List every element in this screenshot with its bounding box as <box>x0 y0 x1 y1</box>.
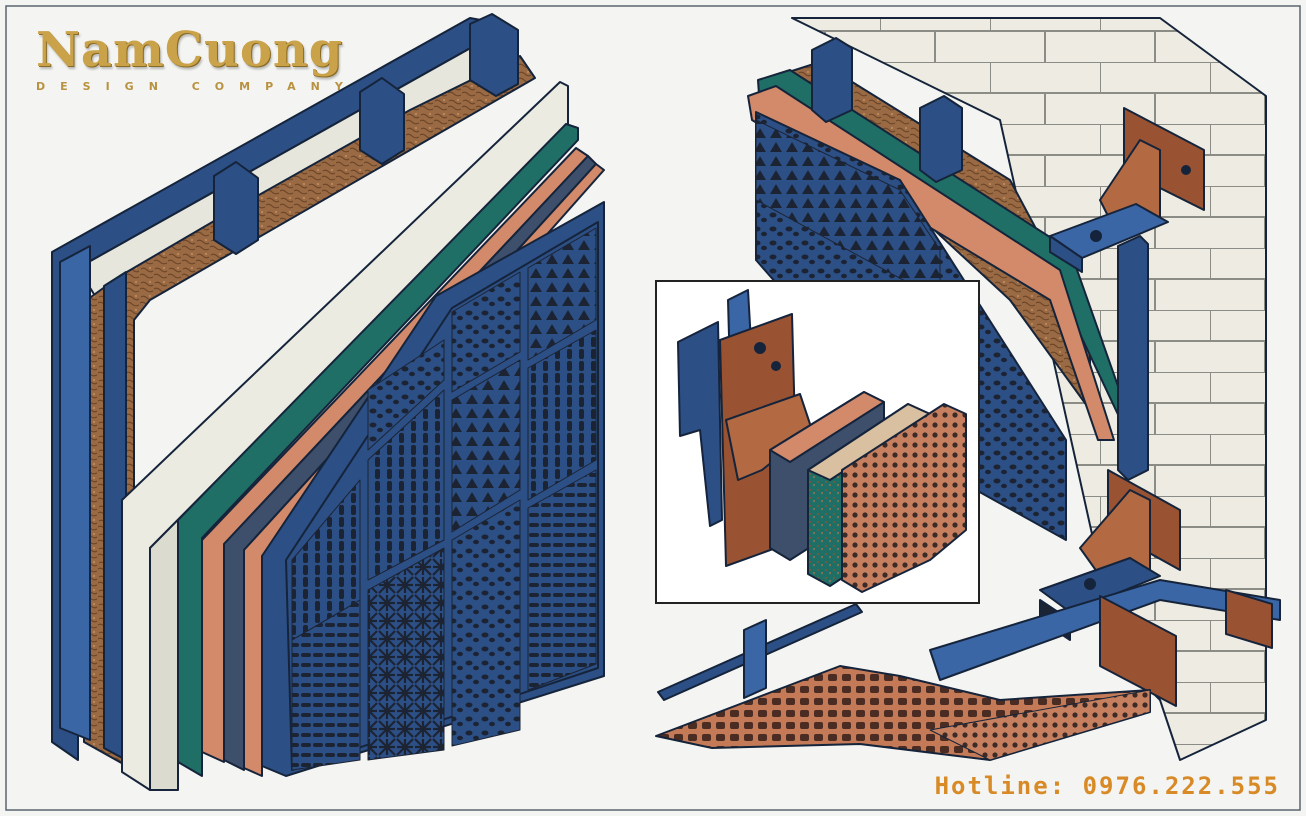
inset-l-bracket <box>677 321 723 527</box>
left-wall-assembly <box>51 13 605 791</box>
vertical-rail <box>919 95 963 183</box>
right-facade-assembly <box>655 17 1281 761</box>
lower-wall-bracket <box>1039 469 1181 641</box>
outer-frame <box>5 5 1301 811</box>
hotline-text: Hotline: 0976.222.555 <box>934 772 1280 800</box>
steel-stud <box>469 13 519 97</box>
inset-perforated-panel <box>841 403 967 593</box>
horizontal-rail <box>929 579 1281 681</box>
waterproof-membrane <box>177 123 579 777</box>
vertical-rail <box>1117 235 1149 481</box>
brand-name: NamCuong <box>36 22 344 78</box>
steel-stud <box>359 77 405 165</box>
upper-wall-bracket <box>1049 107 1205 273</box>
steel-stud <box>213 161 259 255</box>
vertical-rail <box>811 37 853 123</box>
inset-detail-box <box>655 280 980 604</box>
brand-tagline: DESIGN COMPANY <box>36 80 358 93</box>
brand-logo: NamCuong DESIGN COMPANY <box>36 26 358 93</box>
mineral-wool-insulation <box>83 55 536 771</box>
